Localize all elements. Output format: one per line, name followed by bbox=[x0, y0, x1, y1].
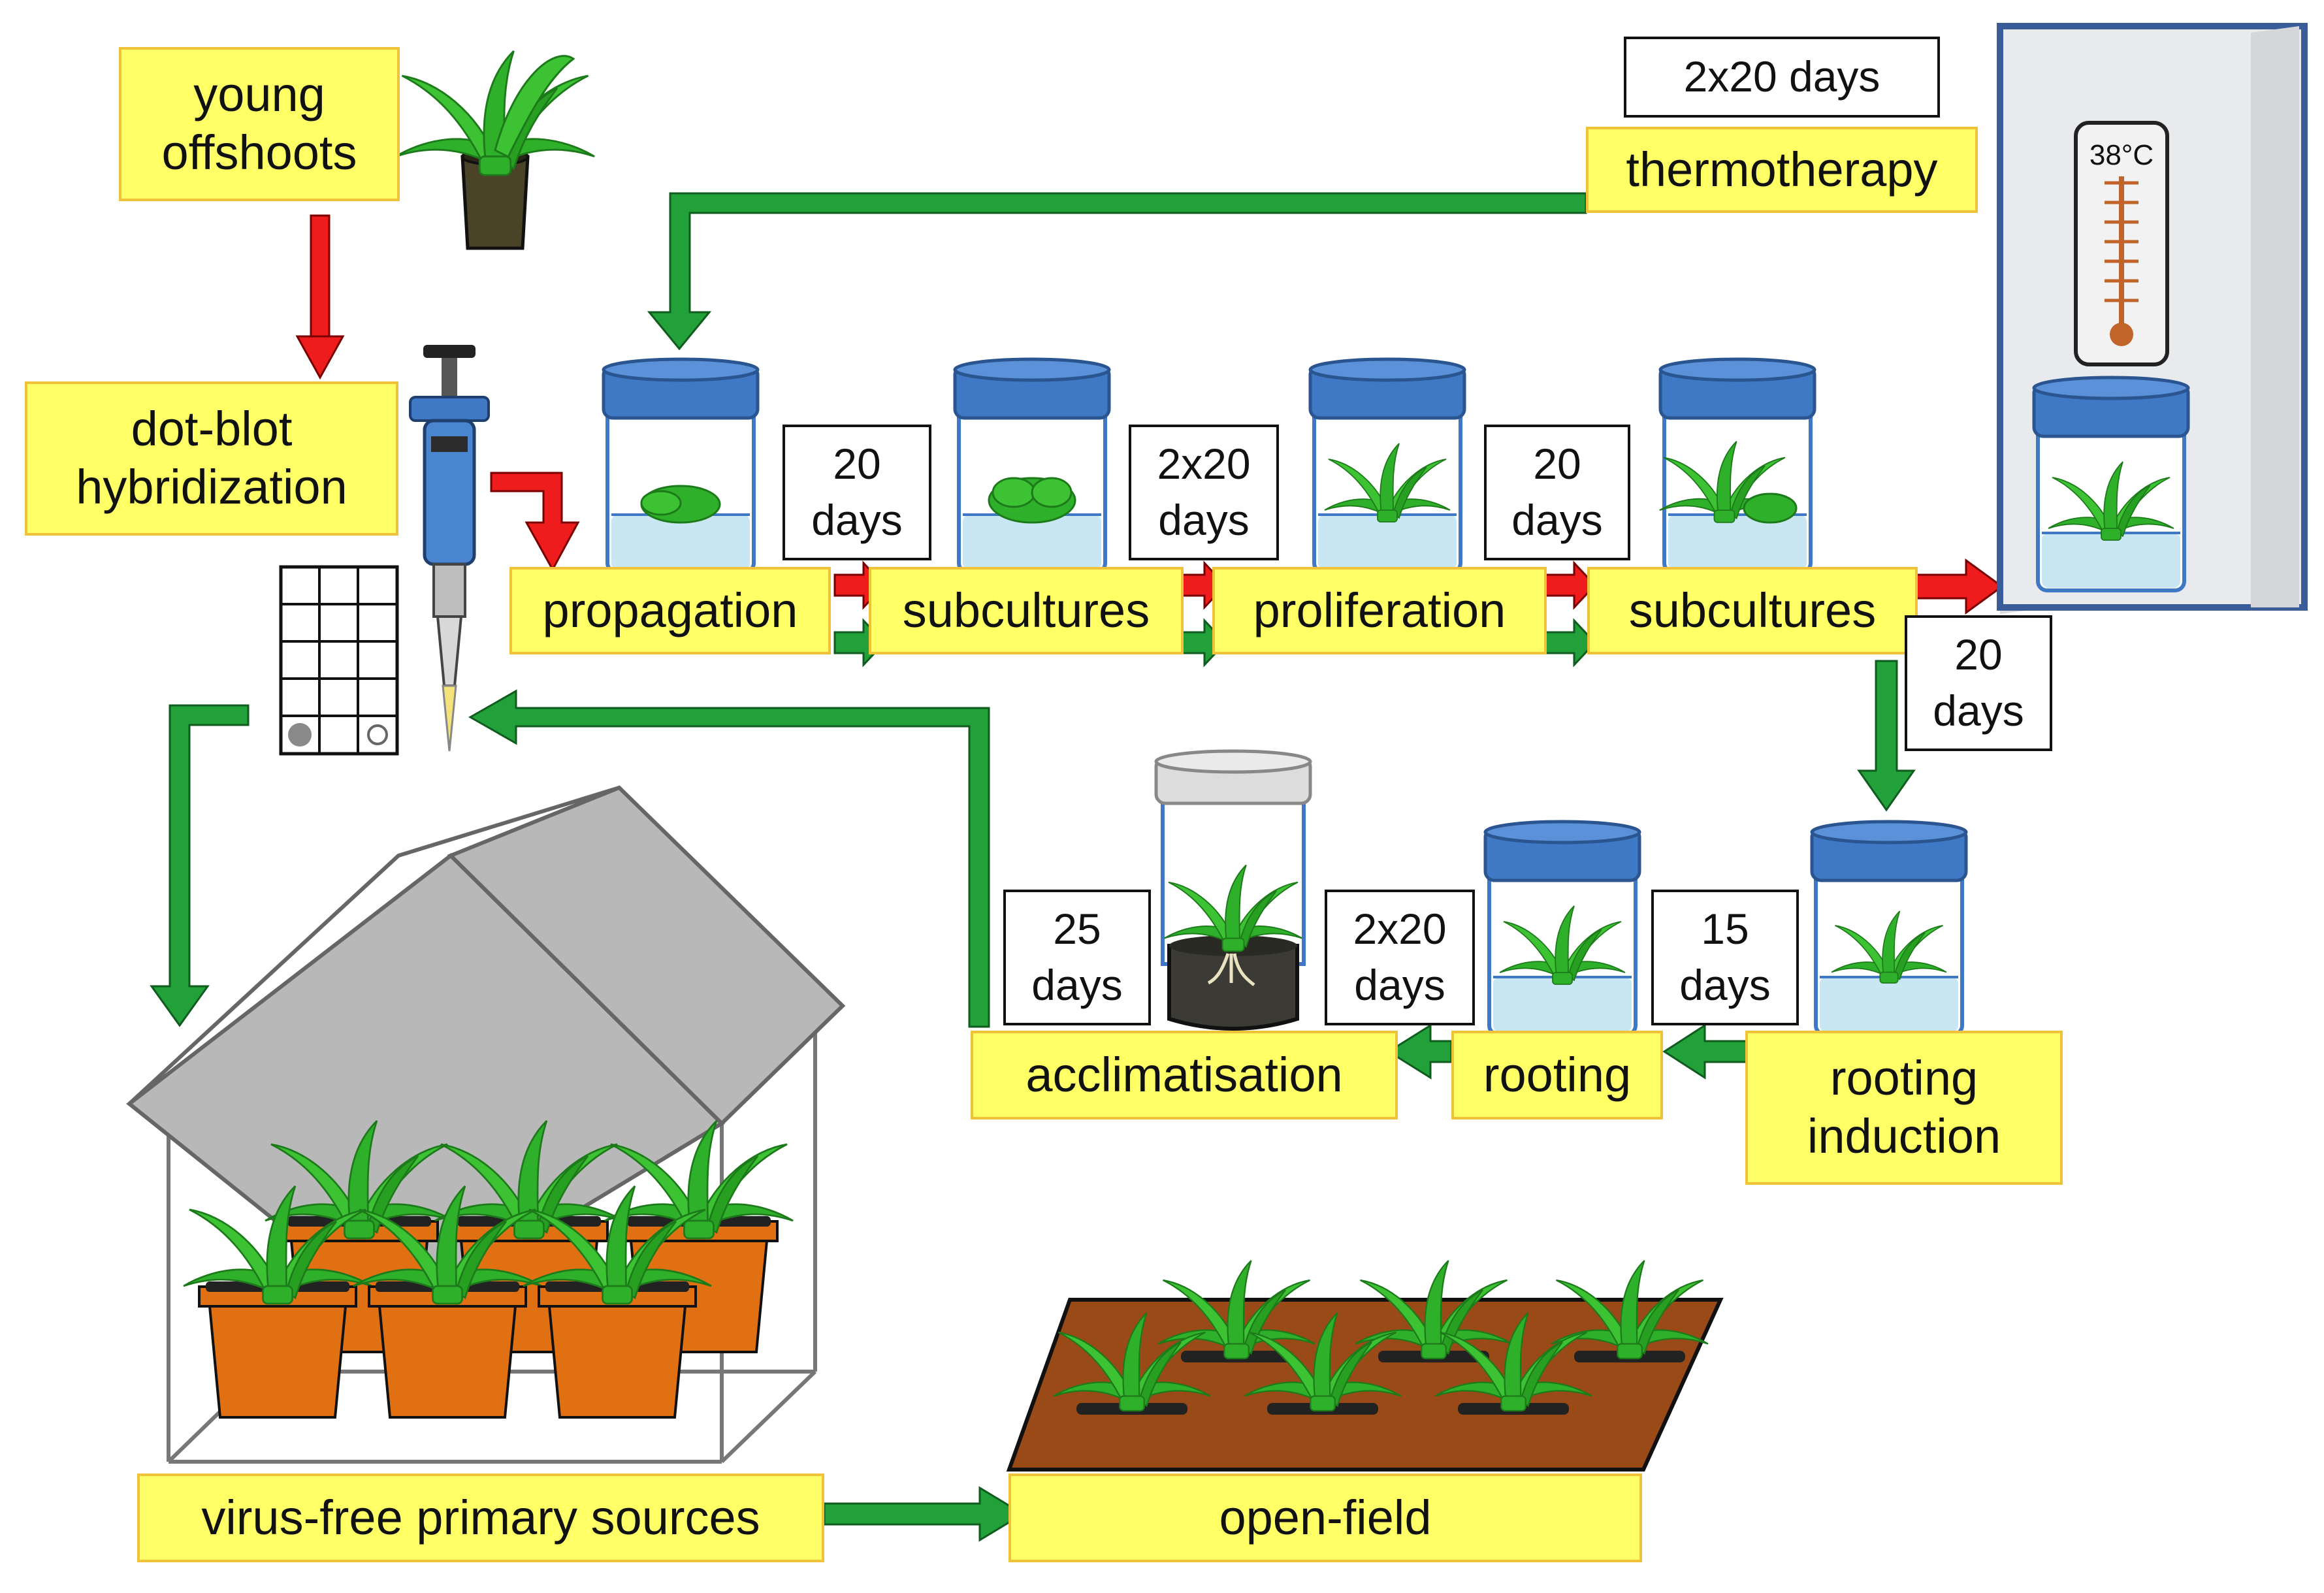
label-dot-blot-hybridization: dot-blot hybridization bbox=[25, 381, 398, 536]
red-arrow-subcultures-to-incubator bbox=[1912, 558, 2004, 615]
label-proliferation: proliferation bbox=[1212, 567, 1547, 654]
label-acclimatisation: acclimatisation bbox=[971, 1031, 1398, 1119]
label-young-offshoots: young offshoots bbox=[119, 47, 400, 201]
green-arrow-greenhouse-to-open-field bbox=[823, 1486, 1025, 1542]
label-subcultures-2: subcultures bbox=[1587, 567, 1918, 654]
duration-rooting-induction-to-rooting: 15 days bbox=[1651, 890, 1799, 1025]
culture-jar-icon bbox=[955, 359, 1109, 572]
label-rooting: rooting bbox=[1451, 1031, 1663, 1119]
green-arrow-rooting-induction-to-rooting bbox=[1662, 1023, 1753, 1080]
greenhouse-icon bbox=[126, 785, 846, 1464]
duration-subcultures-to-proliferation: 2x20 days bbox=[1129, 425, 1279, 560]
label-open-field: open-field bbox=[1009, 1473, 1642, 1562]
duration-acclimatisation-to-greenhouse: 25 days bbox=[1003, 890, 1151, 1025]
duration-propagation-to-subcultures: 20 days bbox=[783, 425, 931, 560]
green-arrow-subcultures-to-rooting-induction bbox=[1857, 660, 1916, 812]
label-subcultures-1: subcultures bbox=[869, 567, 1184, 654]
label-rooting-induction: rooting induction bbox=[1745, 1031, 2063, 1185]
label-propagation: propagation bbox=[509, 567, 831, 654]
red-arrow-offshoots-to-dotblot bbox=[295, 214, 345, 380]
label-virus-free-primary-sources: virus-free primary sources bbox=[137, 1473, 824, 1562]
culture-jar-icon bbox=[1485, 822, 1639, 1035]
pipette-icon bbox=[409, 345, 490, 752]
potted-plant-icon bbox=[395, 50, 596, 250]
incubator-icon: 38°C bbox=[1997, 23, 2308, 614]
dot-blot-membrane-icon bbox=[279, 565, 399, 756]
duration-subcultures-to-rooting-induction: 20 days bbox=[1905, 615, 2052, 751]
green-arrow-acclimatisation-to-pipette bbox=[468, 689, 990, 1028]
culture-jar-icon bbox=[1660, 359, 1815, 572]
green-arrow-rooting-to-acclimatisation bbox=[1387, 1023, 1453, 1080]
green-arrow-dotblot-to-greenhouse bbox=[150, 704, 250, 1027]
culture-jar-icon bbox=[1812, 822, 1966, 1035]
duration-rooting-to-acclimatisation: 2x20 days bbox=[1325, 890, 1475, 1025]
culture-jar-icon bbox=[604, 359, 758, 572]
label-thermotherapy: thermotherapy bbox=[1586, 127, 1978, 213]
field-plot-icon bbox=[1006, 1259, 1724, 1472]
red-arrow-pipette-to-propagation bbox=[490, 472, 580, 572]
green-arrow-thermotherapy-to-propagation bbox=[647, 192, 1587, 351]
culture-jar-icon bbox=[1310, 359, 1464, 572]
thermometer-temperature: 38°C bbox=[2090, 139, 2154, 171]
duration-proliferation-to-subcultures: 20 days bbox=[1484, 425, 1630, 560]
acclimatisation-container-icon bbox=[1154, 749, 1312, 1031]
duration-thermotherapy: 2x20 days bbox=[1624, 37, 1940, 118]
thermometer-icon: 38°C bbox=[2074, 121, 2169, 366]
